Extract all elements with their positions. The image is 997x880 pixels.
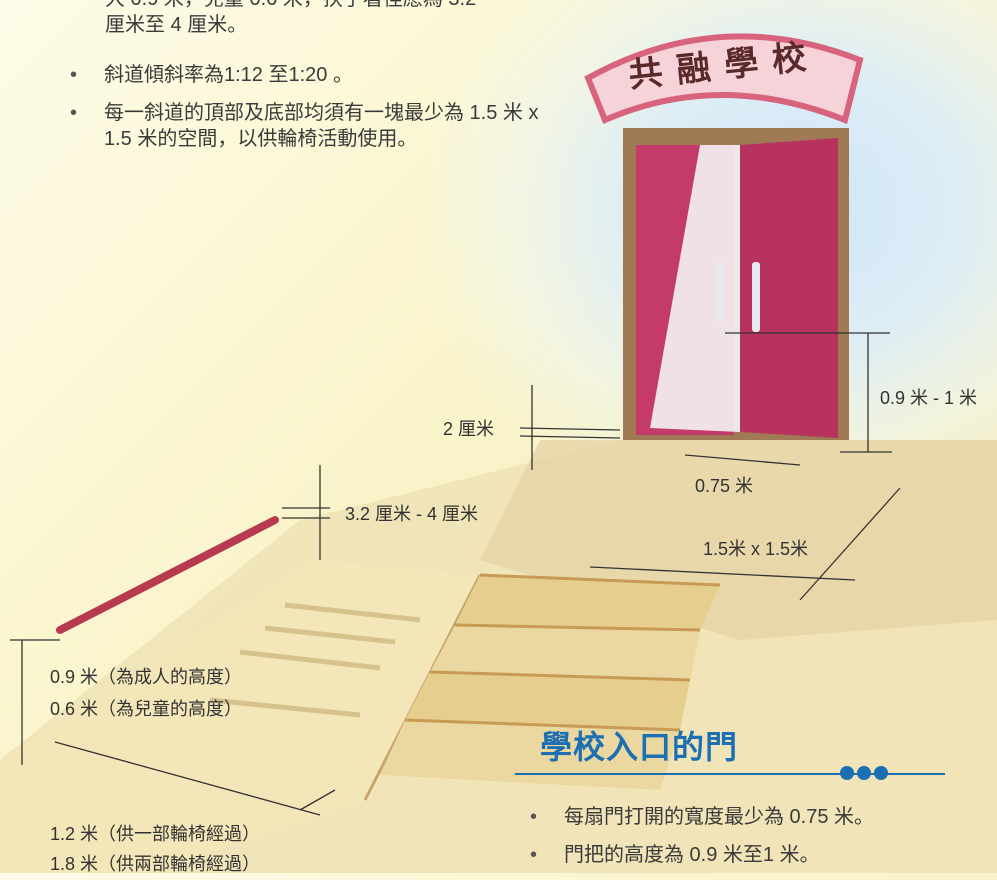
door-opening xyxy=(650,145,740,432)
door-handle-left xyxy=(716,262,724,322)
ramp-notes: 斜道傾斜率為1:12 至1:20 。 每一斜道的頂部及底部均須有一塊最少為 1.… xyxy=(70,62,570,164)
door-handle-right xyxy=(752,262,760,332)
intro-line-1: 大 0.9 米，兒童 0.6 米，扶手看徑應為 3.2 xyxy=(105,0,575,12)
ramp-two-label: 1.8 米（供兩部輪椅經過） xyxy=(50,854,261,874)
dimension-lines xyxy=(10,332,901,816)
door-right xyxy=(740,138,838,438)
ramp-groove xyxy=(264,625,396,645)
door-notes: 每扇門打開的寬度最少為 0.75 米。 門把的高度為 0.9 米至1 米。 xyxy=(530,804,970,880)
intro-line-2: 厘米至 4 厘米。 xyxy=(105,14,248,36)
ramp-one-label: 1.2 米（供一部輪椅經過） xyxy=(50,824,261,844)
ramp-note: 每一斜道的頂部及底部均須有一塊最少為 1.5 米 x 1.5 米的空間，以供輪椅… xyxy=(70,100,570,152)
ramp-groove xyxy=(209,697,361,718)
intro-text: 大 0.9 米，兒童 0.6 米，扶手看徑應為 3.2 厘米至 4 厘米。 xyxy=(105,0,575,38)
school-sign xyxy=(584,33,864,125)
title-dots xyxy=(840,766,891,785)
door-note: 門把的高度為 0.9 米至1 米。 xyxy=(530,842,970,868)
door-note: 每扇門打開的寬度最少為 0.75 米。 xyxy=(530,804,970,830)
rail-adult-label: 0.9 米（為成人的高度） xyxy=(50,667,243,687)
title-rule xyxy=(515,773,945,775)
landing-label: 1.5米 x 1.5米 xyxy=(703,539,809,559)
ramp-groove xyxy=(284,602,421,623)
section-title: 學校入口的門 xyxy=(540,729,739,765)
ramp-groove xyxy=(239,649,381,671)
rail-child-label: 0.6 米（為兒童的高度） xyxy=(50,699,243,719)
handle-height-label: 0.9 米 - 1 米 xyxy=(880,388,978,408)
threshold-label: 2 厘米 xyxy=(443,419,495,439)
rail-diameter-label: 3.2 厘米 - 4 厘米 xyxy=(345,504,479,524)
ramp-note: 斜道傾斜率為1:12 至1:20 。 xyxy=(70,62,570,88)
handrail xyxy=(56,516,279,634)
steps xyxy=(380,573,721,790)
door-width-label: 0.75 米 xyxy=(695,476,754,496)
